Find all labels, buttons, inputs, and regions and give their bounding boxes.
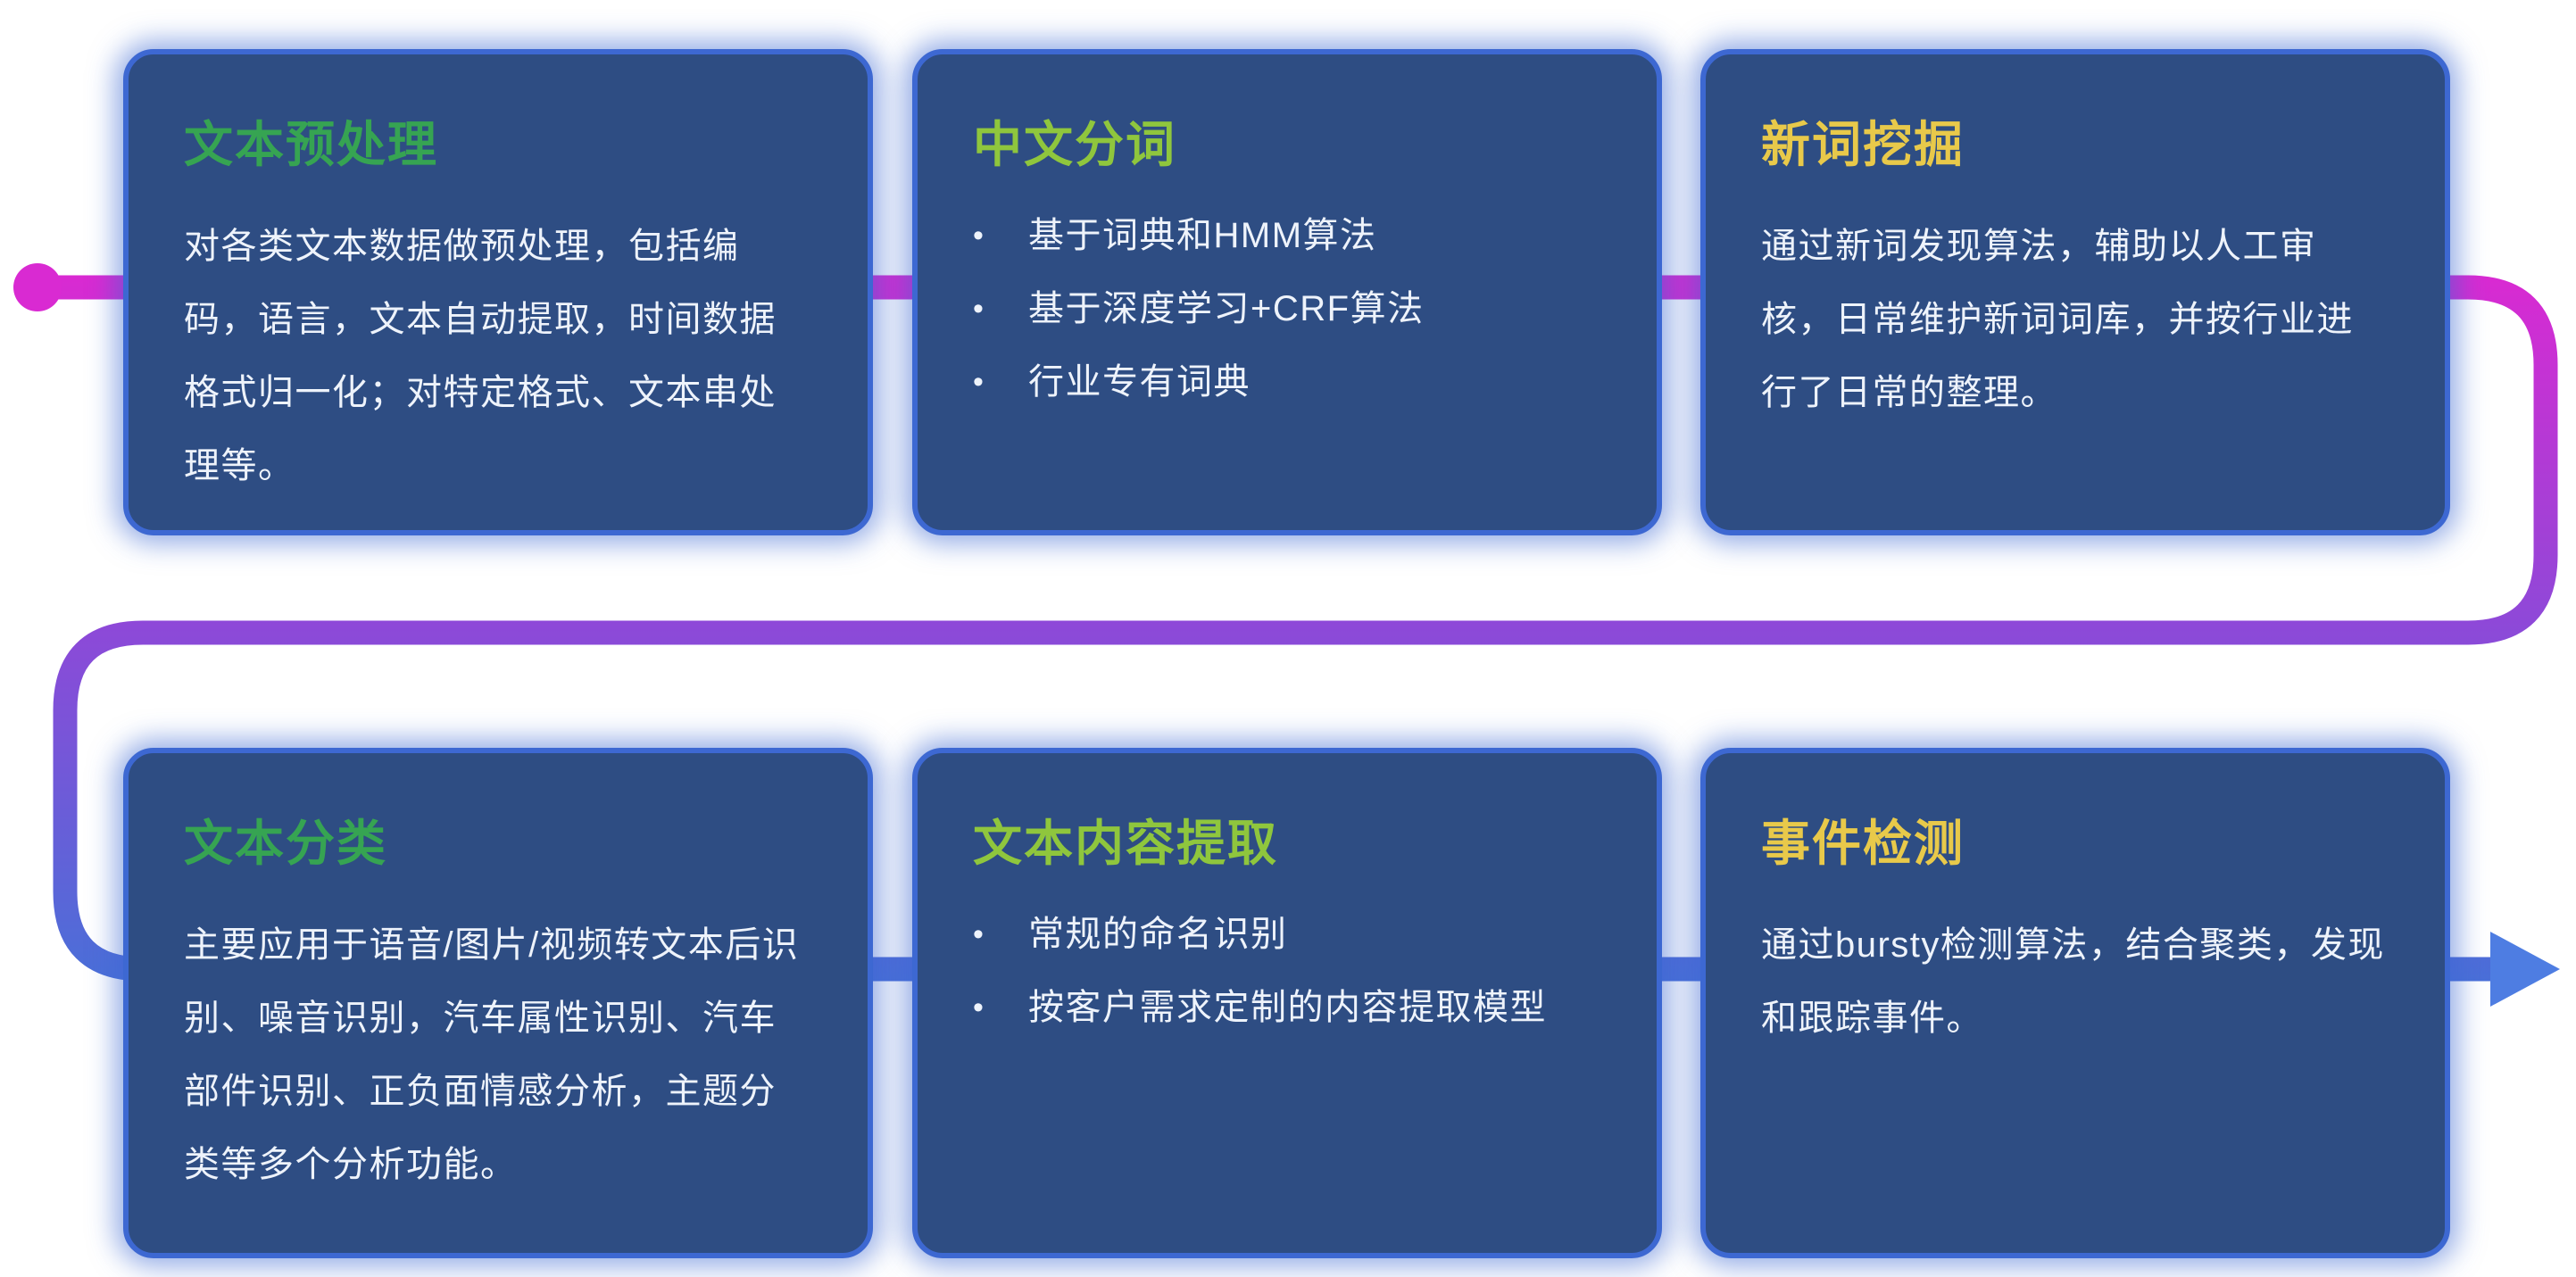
list-item-text: 行业专有词典 xyxy=(1028,362,1251,402)
card-title: 事件检测 xyxy=(1761,816,1965,871)
list-item-text: 基于深度学习+CRF算法 xyxy=(1028,289,1425,328)
list-item: • 常规的命名识别 xyxy=(973,908,1601,960)
card-bullet-list: • 基于词典和HMM算法 • 基于深度学习+CRF算法 • 行业专有词典 xyxy=(973,210,1601,408)
list-item-text: 常规的命名识别 xyxy=(1028,915,1288,954)
list-item: • 行业专有词典 xyxy=(973,356,1601,408)
card-new-word-mining: 新词挖掘 通过新词发现算法，辅助以人工审核，日常维护新词词库，并按行业进行了日常… xyxy=(1700,49,2450,535)
bullet-icon: • xyxy=(973,219,985,253)
list-item: • 基于词典和HMM算法 xyxy=(973,210,1601,261)
card-event-detection: 事件检测 通过bursty检测算法，结合聚类，发现和跟踪事件。 xyxy=(1700,748,2450,1258)
card-title: 文本分类 xyxy=(184,816,388,871)
card-chinese-word-segmentation: 中文分词 • 基于词典和HMM算法 • 基于深度学习+CRF算法 • 行业专有词… xyxy=(912,49,1662,535)
bullet-icon: • xyxy=(973,917,985,951)
flow-connector-line xyxy=(23,275,2558,982)
list-item: • 基于深度学习+CRF算法 xyxy=(973,283,1601,335)
card-description: 通过新词发现算法，辅助以人工审核，日常维护新词词库，并按行业进行了日常的整理。 xyxy=(1761,227,2354,412)
list-item-text: 基于词典和HMM算法 xyxy=(1028,216,1377,255)
flow-start-dot xyxy=(13,263,62,311)
bullet-icon: • xyxy=(973,292,985,326)
card-title: 中文分词 xyxy=(973,117,1177,172)
bullet-icon: • xyxy=(973,991,985,1024)
card-title: 文本内容提取 xyxy=(973,816,1279,871)
card-text-content-extraction: 文本内容提取 • 常规的命名识别 • 按客户需求定制的内容提取模型 xyxy=(912,748,1662,1258)
card-description: 对各类文本数据做预处理，包括编码，语言，文本自动提取，时间数据格式归一化；对特定… xyxy=(184,227,777,485)
bullet-icon: • xyxy=(973,365,985,399)
list-item-text: 按客户需求定制的内容提取模型 xyxy=(1028,988,1547,1027)
card-text-preprocessing: 文本预处理 对各类文本数据做预处理，包括编码，语言，文本自动提取，时间数据格式归… xyxy=(123,49,873,535)
card-title: 新词挖掘 xyxy=(1761,117,1965,172)
card-bullet-list: • 常规的命名识别 • 按客户需求定制的内容提取模型 xyxy=(973,908,1601,1033)
list-item: • 按客户需求定制的内容提取模型 xyxy=(973,982,1601,1033)
card-title: 文本预处理 xyxy=(184,117,439,172)
flow-arrow-icon xyxy=(2490,932,2560,1007)
card-description: 主要应用于语音/图片/视频转文本后识别、噪音识别，汽车属性识别、汽车部件识别、正… xyxy=(184,925,800,1184)
card-text-classification: 文本分类 主要应用于语音/图片/视频转文本后识别、噪音识别，汽车属性识别、汽车部… xyxy=(123,748,873,1258)
card-description: 通过bursty检测算法，结合聚类，发现和跟踪事件。 xyxy=(1761,925,2385,1038)
